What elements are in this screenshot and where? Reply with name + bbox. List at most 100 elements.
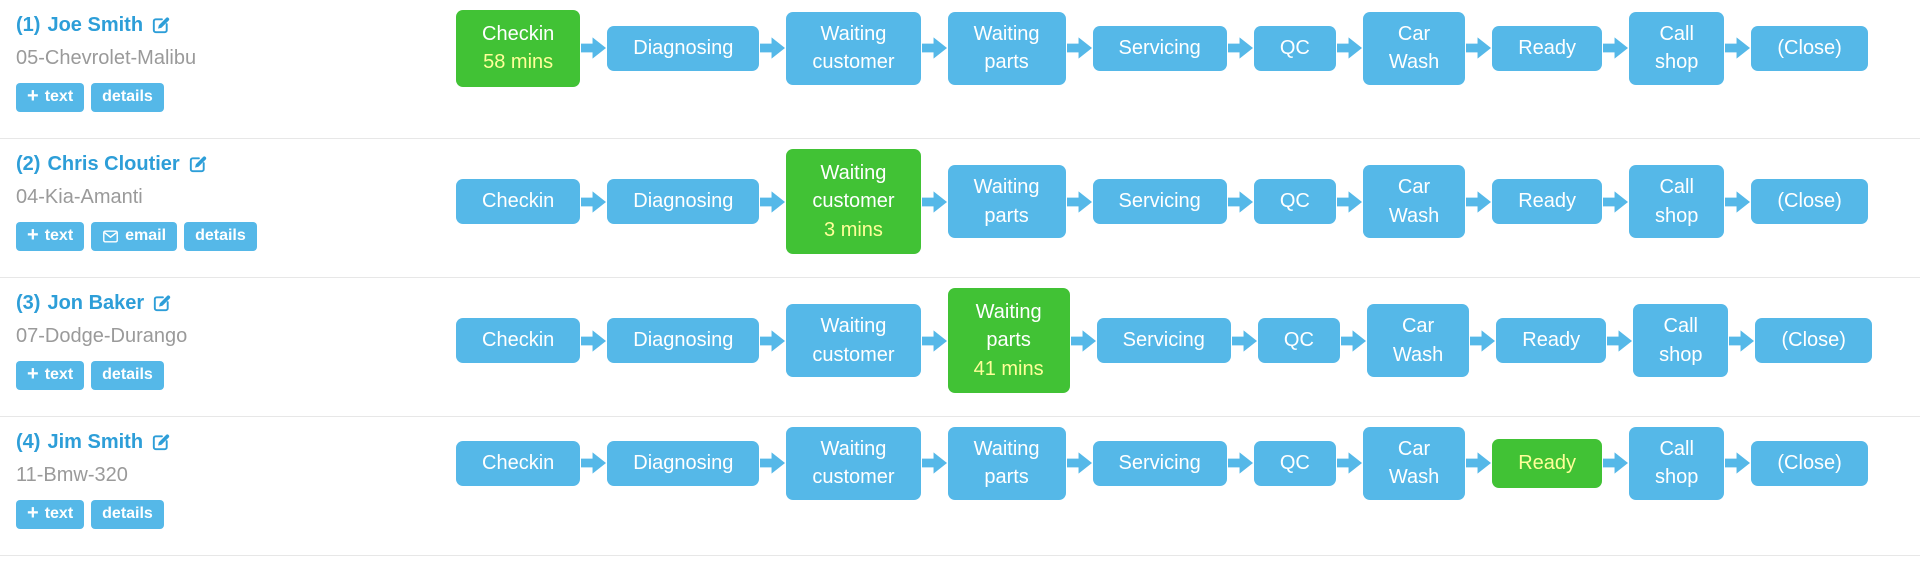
stage-qc[interactable]: QC <box>1253 179 1336 224</box>
stage-checkin[interactable]: Checkin <box>456 441 581 486</box>
stage-label: Car Wash <box>1388 176 1440 227</box>
stage-checkin[interactable]: Checkin <box>456 179 581 224</box>
stage-ready[interactable]: Ready <box>1496 318 1607 363</box>
stage-car-wash[interactable]: Car Wash <box>1362 12 1466 85</box>
stage-label: Ready <box>1518 452 1577 475</box>
edit-icon[interactable] <box>151 293 172 314</box>
customer-name[interactable]: Jon Baker <box>47 292 145 314</box>
customer-name[interactable]: Jim Smith <box>47 431 144 453</box>
edit-icon[interactable] <box>150 432 171 453</box>
customer-info: (3) Jon Baker 07-Dodge-Durango + text de <box>16 286 456 390</box>
row-actions: + text details <box>16 83 456 112</box>
add-text-button[interactable]: + text <box>16 361 85 390</box>
stage-label: Checkin <box>482 329 555 352</box>
customer-info: (2) Chris Cloutier 04-Kia-Amanti + text <box>16 147 456 251</box>
arrow-right-icon <box>581 37 607 59</box>
stage-label: QC <box>1279 452 1310 475</box>
stage-label: Diagnosing <box>633 329 734 352</box>
stage-call-shop[interactable]: Call shop <box>1629 165 1725 238</box>
stage-checkin[interactable]: Checkin <box>456 318 581 363</box>
details-button[interactable]: details <box>91 500 164 529</box>
stage-ready[interactable]: Ready <box>1492 179 1603 224</box>
stage-waiting-customer[interactable]: Waiting customer <box>786 304 921 377</box>
stage-car-wash[interactable]: Car Wash <box>1366 304 1470 377</box>
stage-waiting-parts[interactable]: Waiting parts <box>947 427 1066 500</box>
stage-waiting-customer[interactable]: Waiting customer <box>786 12 921 85</box>
stage-qc[interactable]: QC <box>1253 441 1336 486</box>
customer-name-link[interactable]: (4) Jim Smith <box>16 431 456 454</box>
arrow-right-icon <box>1066 452 1092 474</box>
stage-label: QC <box>1279 190 1310 213</box>
stage-label: Call shop <box>1655 23 1699 74</box>
add-text-button[interactable]: + text <box>16 500 85 529</box>
arrow-right-icon <box>1603 37 1629 59</box>
stage-car-wash[interactable]: Car Wash <box>1362 427 1466 500</box>
details-button[interactable]: details <box>91 361 164 390</box>
stage-close[interactable]: (Close) <box>1755 318 1872 363</box>
email-label: email <box>125 227 167 244</box>
stage-servicing[interactable]: Servicing <box>1092 26 1227 71</box>
stage-label: Checkin <box>482 23 555 45</box>
stage-label: Servicing <box>1122 329 1205 352</box>
stage-qc[interactable]: QC <box>1253 26 1336 71</box>
arrow-right-icon <box>1336 37 1362 59</box>
stage-ready[interactable]: Ready <box>1492 26 1603 71</box>
stage-call-shop[interactable]: Call shop <box>1633 304 1729 377</box>
details-button[interactable]: details <box>184 222 257 251</box>
stage-diagnosing[interactable]: Diagnosing <box>607 179 760 224</box>
arrow-right-icon <box>1725 191 1751 213</box>
stage-close[interactable]: (Close) <box>1751 441 1868 486</box>
stage-label: (Close) <box>1781 329 1846 352</box>
stage-call-shop[interactable]: Call shop <box>1629 427 1725 500</box>
stage-servicing[interactable]: Servicing <box>1092 179 1227 224</box>
arrow-right-icon <box>581 330 607 352</box>
edit-icon[interactable] <box>187 154 208 175</box>
stage-waiting-parts[interactable]: Waiting parts <box>947 12 1066 85</box>
stage-waiting-customer[interactable]: Waiting customer <box>786 427 921 500</box>
stage-diagnosing[interactable]: Diagnosing <box>607 318 760 363</box>
edit-icon[interactable] <box>150 15 171 36</box>
add-text-label: text <box>44 505 74 522</box>
details-button[interactable]: details <box>91 83 164 112</box>
stage-label: Car Wash <box>1388 23 1440 74</box>
add-text-button[interactable]: + text <box>16 222 85 251</box>
add-text-button[interactable]: + text <box>16 83 85 112</box>
customer-name-link[interactable]: (3) Jon Baker <box>16 292 456 315</box>
customer-number: (1) <box>16 14 41 36</box>
stage-servicing[interactable]: Servicing <box>1096 318 1231 363</box>
plus-icon: + <box>27 85 39 108</box>
stage-servicing[interactable]: Servicing <box>1092 441 1227 486</box>
email-button[interactable]: email <box>91 222 178 251</box>
stage-call-shop[interactable]: Call shop <box>1629 12 1725 85</box>
stage-diagnosing[interactable]: Diagnosing <box>607 26 760 71</box>
stage-label: (Close) <box>1777 190 1842 213</box>
stage-ready[interactable]: Ready <box>1492 439 1603 488</box>
customer-name-link[interactable]: (1) Joe Smith <box>16 14 456 37</box>
customer-name-link[interactable]: (2) Chris Cloutier <box>16 153 456 176</box>
stage-checkin[interactable]: Checkin 58 mins <box>456 10 581 87</box>
stage-diagnosing[interactable]: Diagnosing <box>607 441 760 486</box>
arrow-right-icon <box>1336 452 1362 474</box>
customer-number: (2) <box>16 153 41 175</box>
stage-label: Call shop <box>1659 315 1703 366</box>
stage-elapsed-time: 58 mins <box>483 51 554 74</box>
arrow-right-icon <box>1607 330 1633 352</box>
stage-close[interactable]: (Close) <box>1751 26 1868 71</box>
stage-car-wash[interactable]: Car Wash <box>1362 165 1466 238</box>
stage-label: QC <box>1279 37 1310 60</box>
stage-close[interactable]: (Close) <box>1751 179 1868 224</box>
customer-name[interactable]: Chris Cloutier <box>47 153 180 175</box>
arrow-right-icon <box>581 452 607 474</box>
arrow-right-icon <box>1470 330 1496 352</box>
arrow-right-icon <box>921 37 947 59</box>
arrow-right-icon <box>1227 452 1253 474</box>
add-text-label: text <box>44 227 74 244</box>
stage-label: Ready <box>1518 37 1577 60</box>
customer-name[interactable]: Joe Smith <box>47 14 144 36</box>
stage-elapsed-time: 41 mins <box>973 357 1044 380</box>
stage-qc[interactable]: QC <box>1257 318 1340 363</box>
stage-waiting-parts[interactable]: Waiting parts <box>947 165 1066 238</box>
